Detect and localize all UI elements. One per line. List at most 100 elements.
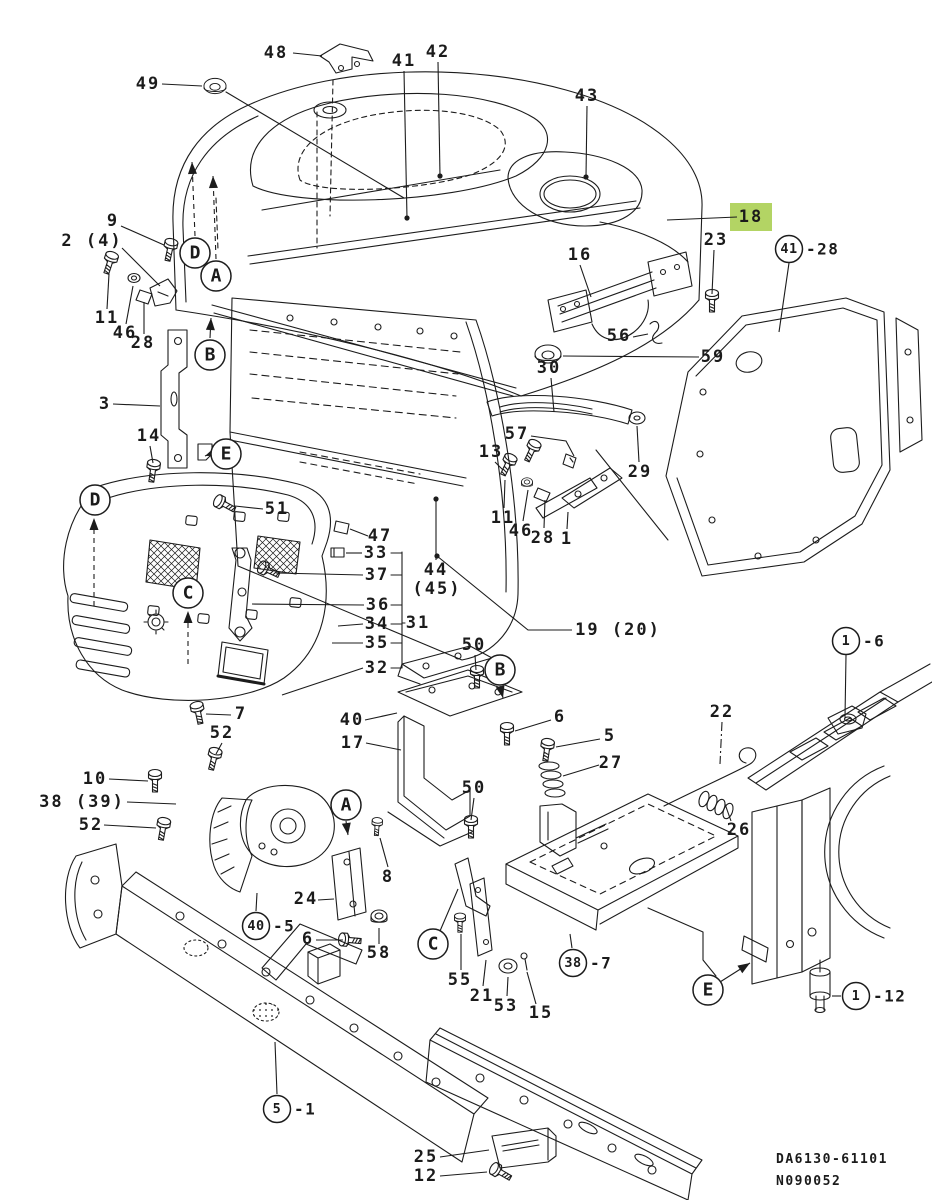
svg-text:57: 57 [505, 424, 529, 444]
svg-text:12: 12 [414, 1166, 438, 1186]
svg-text:A: A [211, 266, 222, 287]
svg-text:18: 18 [739, 207, 763, 227]
svg-text:31: 31 [406, 613, 430, 633]
svg-text:52: 52 [210, 723, 234, 743]
svg-text:1: 1 [852, 988, 861, 1004]
svg-text:38: 38 [564, 955, 581, 971]
svg-text:14: 14 [137, 426, 161, 446]
callout-11-15: 11 [491, 479, 513, 528]
svg-text:40: 40 [340, 710, 364, 730]
hood-panel [172, 71, 703, 397]
svg-text:25: 25 [414, 1147, 438, 1167]
svg-text:28: 28 [131, 333, 155, 353]
svg-text:56: 56 [607, 326, 631, 346]
callout-49-1: 49 [136, 74, 203, 94]
trim-strip-30 [486, 395, 633, 425]
callout-14-26: 14 [137, 426, 161, 464]
callout-1-63: 1-12 [832, 981, 905, 1011]
callout-30-11: 30 [537, 358, 559, 413]
callout-19(20)-19: 19 (20) [434, 553, 661, 640]
side-panel-right-41-28 [665, 297, 923, 577]
svg-text:55: 55 [448, 970, 472, 990]
hook-rod-22 [663, 747, 757, 807]
svg-text:32: 32 [365, 658, 389, 678]
svg-text:46: 46 [509, 521, 533, 541]
callout-5-64: 5 -1 [262, 1041, 316, 1124]
support-bracket-16 [547, 251, 693, 344]
callout-40-54: 40-5 [241, 892, 295, 941]
svg-text:41: 41 [780, 241, 797, 257]
callout-41-2: 41 [392, 51, 414, 221]
drawing-number: DA6130-61101 [776, 1152, 888, 1167]
svg-text:8: 8 [382, 867, 394, 887]
svg-text:5: 5 [273, 1101, 282, 1117]
svg-text:49: 49 [136, 74, 160, 94]
svg-text:35: 35 [365, 633, 389, 653]
callout-12-66: 12 [414, 1166, 488, 1186]
callout-29-12: 29 [628, 425, 650, 482]
callout-16-8: 16 [568, 245, 592, 298]
callout-37-30: 37 [275, 565, 387, 585]
callout-17-47: 17 [341, 733, 402, 753]
svg-text:24: 24 [294, 889, 318, 909]
svg-text:-1: -1 [294, 1100, 316, 1119]
callout-24-53: 24 [294, 889, 335, 909]
svg-text:19 (20): 19 (20) [575, 620, 661, 640]
callout-55-58: 55 [448, 934, 472, 990]
svg-text:5: 5 [604, 726, 616, 746]
svg-text:28: 28 [531, 528, 555, 548]
callout-3-25: 3 [99, 394, 161, 414]
svg-text:44: 44 [424, 560, 448, 580]
svg-text:46: 46 [113, 323, 137, 343]
svg-text:E: E [703, 980, 714, 1001]
ref-circle-E-70: E [204, 438, 242, 470]
ref-circle-D-71: D [79, 484, 111, 606]
callout-33-29: 33 [346, 543, 386, 563]
callout-2(4)-21: 2 (4) [61, 231, 161, 287]
callout-40-46: 40 [340, 710, 398, 730]
callout-26-40: 26 [724, 803, 749, 840]
svg-text:34: 34 [365, 614, 389, 634]
callout-18-5: 18 [666, 203, 772, 231]
svg-text:6: 6 [302, 929, 314, 949]
callout-(45)-37: (45) [413, 579, 460, 599]
svg-text:3: 3 [99, 394, 111, 414]
svg-text:B: B [495, 660, 506, 681]
callout-53-60: 53 [494, 976, 516, 1016]
svg-text:15: 15 [529, 1003, 553, 1023]
callout-56-9: 56 [607, 326, 649, 346]
ref-circle-B-73: B [484, 654, 516, 699]
callout-21-59: 21 [470, 959, 492, 1006]
ref-circle-D-67: D [179, 161, 211, 269]
callout-31-35: 31 [406, 613, 430, 633]
svg-text:50: 50 [462, 635, 486, 655]
callout-32-34: 32 [281, 658, 389, 696]
callout-5-50: 5 [555, 726, 616, 748]
sheet-number: N090052 [776, 1174, 841, 1189]
svg-text:-5: -5 [273, 917, 295, 936]
svg-text:-6: -6 [863, 632, 885, 651]
svg-text:10: 10 [83, 769, 107, 789]
front-panel-44-45 [229, 297, 519, 661]
svg-text:2 (4): 2 (4) [61, 231, 122, 251]
bracket-3 [160, 329, 188, 469]
svg-text:16: 16 [568, 245, 592, 265]
callout-46-16: 46 [509, 489, 533, 541]
callout-7-41: 7 [205, 704, 245, 724]
callout-1-18: 1 [561, 511, 571, 549]
callout-59-10: 59 [562, 347, 723, 367]
callout-47-28: 47 [349, 526, 390, 546]
callout-38(39)-44: 38 (39) [39, 792, 177, 812]
svg-text:52: 52 [79, 815, 103, 835]
svg-text:-28: -28 [806, 240, 839, 259]
callout-50-48: 50 [462, 635, 486, 671]
ref-circle-C-72: C [172, 577, 204, 664]
hinge-parts-cluster-middle [533, 344, 669, 541]
ref-circle-B-69: B [194, 317, 226, 371]
callout-15-61: 15 [526, 971, 553, 1023]
svg-text:B: B [205, 345, 216, 366]
callout-41-7: 41 -28 [774, 234, 839, 333]
